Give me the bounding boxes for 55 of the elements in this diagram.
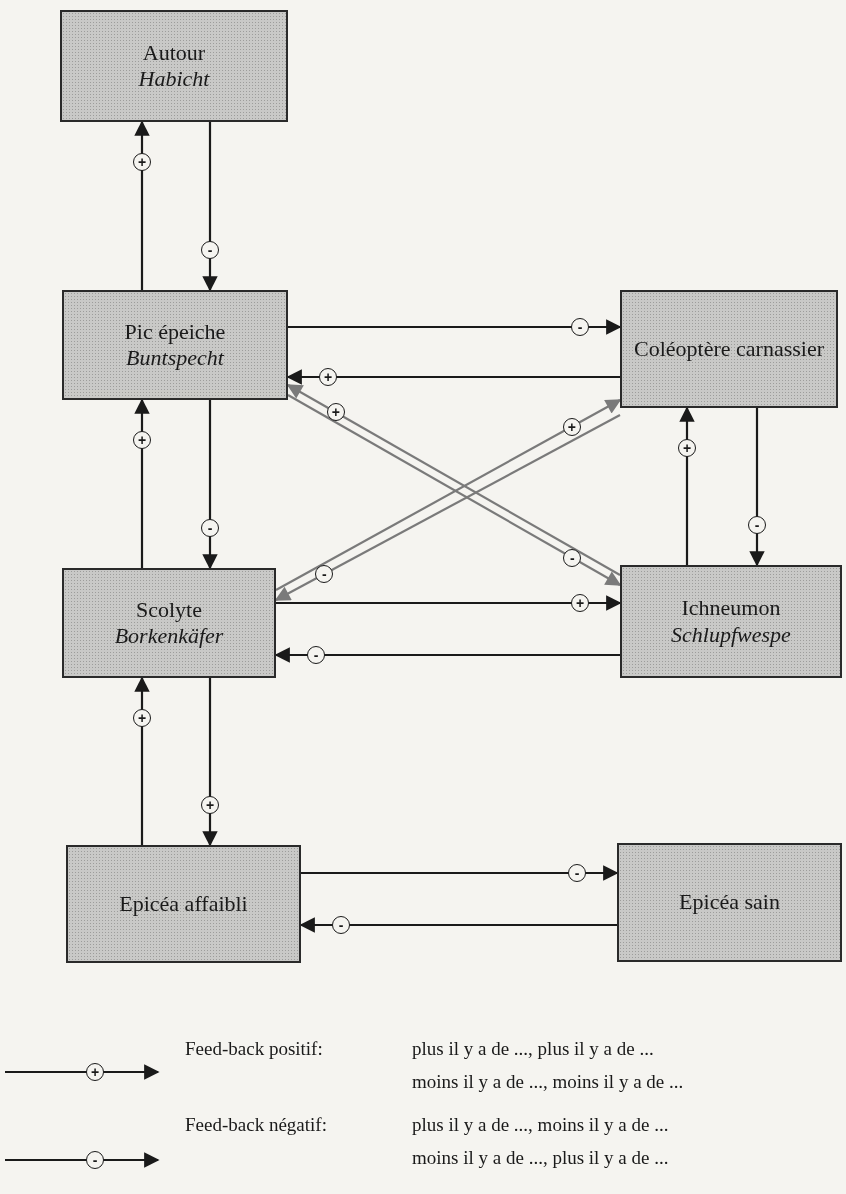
edge-label: + bbox=[133, 153, 151, 171]
species-box bbox=[66, 845, 301, 963]
edge-label: - bbox=[315, 564, 334, 583]
species-name: Epicéa sain bbox=[678, 889, 781, 916]
edge-label: + bbox=[133, 431, 151, 449]
species-box bbox=[62, 290, 288, 400]
species-name: Pic épeiche bbox=[123, 318, 227, 345]
species-name: Schlupfwespe bbox=[670, 621, 792, 648]
edge-label: + bbox=[678, 439, 696, 457]
species-name: Ichneumon bbox=[680, 595, 782, 622]
edge-label: - bbox=[201, 241, 219, 259]
species-name: Scolyte bbox=[135, 596, 203, 623]
species-name: Buntspecht bbox=[125, 345, 226, 372]
legend-text: Feed-back négatif: bbox=[185, 1114, 327, 1136]
edge-label: - bbox=[571, 318, 589, 336]
edge-label: + bbox=[201, 796, 219, 814]
edge-label: - bbox=[563, 548, 582, 567]
arrow bbox=[134, 676, 150, 845]
edge-label: + bbox=[326, 403, 345, 422]
arrow bbox=[301, 865, 619, 881]
species-name: Habicht bbox=[137, 66, 211, 93]
legend-description: plus il y a de ..., plus il y a de ... bbox=[412, 1038, 654, 1060]
sign-label: - bbox=[86, 1151, 104, 1169]
species-name: Borkenkäfer bbox=[113, 623, 225, 650]
arrow bbox=[288, 319, 622, 335]
species-box bbox=[617, 843, 842, 962]
species-name: Autour bbox=[141, 39, 207, 66]
legend-description: plus il y a de ..., moins il y a de ... bbox=[412, 1114, 669, 1136]
arrow bbox=[202, 678, 218, 847]
arrow bbox=[679, 406, 695, 565]
species-box bbox=[60, 10, 288, 122]
edge-label: - bbox=[332, 916, 350, 934]
edge-label: - bbox=[307, 646, 325, 664]
arrow bbox=[202, 122, 218, 292]
species-box bbox=[62, 568, 276, 678]
species-box bbox=[620, 290, 838, 408]
arrow bbox=[749, 408, 765, 567]
arrow bbox=[134, 398, 150, 568]
edge-label: + bbox=[133, 709, 151, 727]
legend-text: Feed-back positif: bbox=[185, 1038, 323, 1060]
arrow bbox=[134, 120, 150, 290]
species-name: Epicéa affaibli bbox=[118, 890, 249, 918]
edge-label: - bbox=[201, 519, 219, 537]
edge-label: + bbox=[319, 368, 337, 386]
species-name: Coléoptère carnassier bbox=[633, 335, 825, 363]
species-box bbox=[620, 565, 842, 678]
legend-description: moins il y a de ..., plus il y a de ... bbox=[412, 1147, 669, 1169]
edge-label: + bbox=[562, 417, 581, 436]
arrow bbox=[276, 595, 622, 611]
arrow bbox=[202, 400, 218, 570]
sign-label: + bbox=[86, 1063, 104, 1081]
edge-label: + bbox=[571, 594, 589, 612]
edge-label: - bbox=[568, 864, 586, 882]
legend-description: moins il y a de ..., moins il y a de ... bbox=[412, 1071, 684, 1093]
edge-label: - bbox=[748, 516, 766, 534]
